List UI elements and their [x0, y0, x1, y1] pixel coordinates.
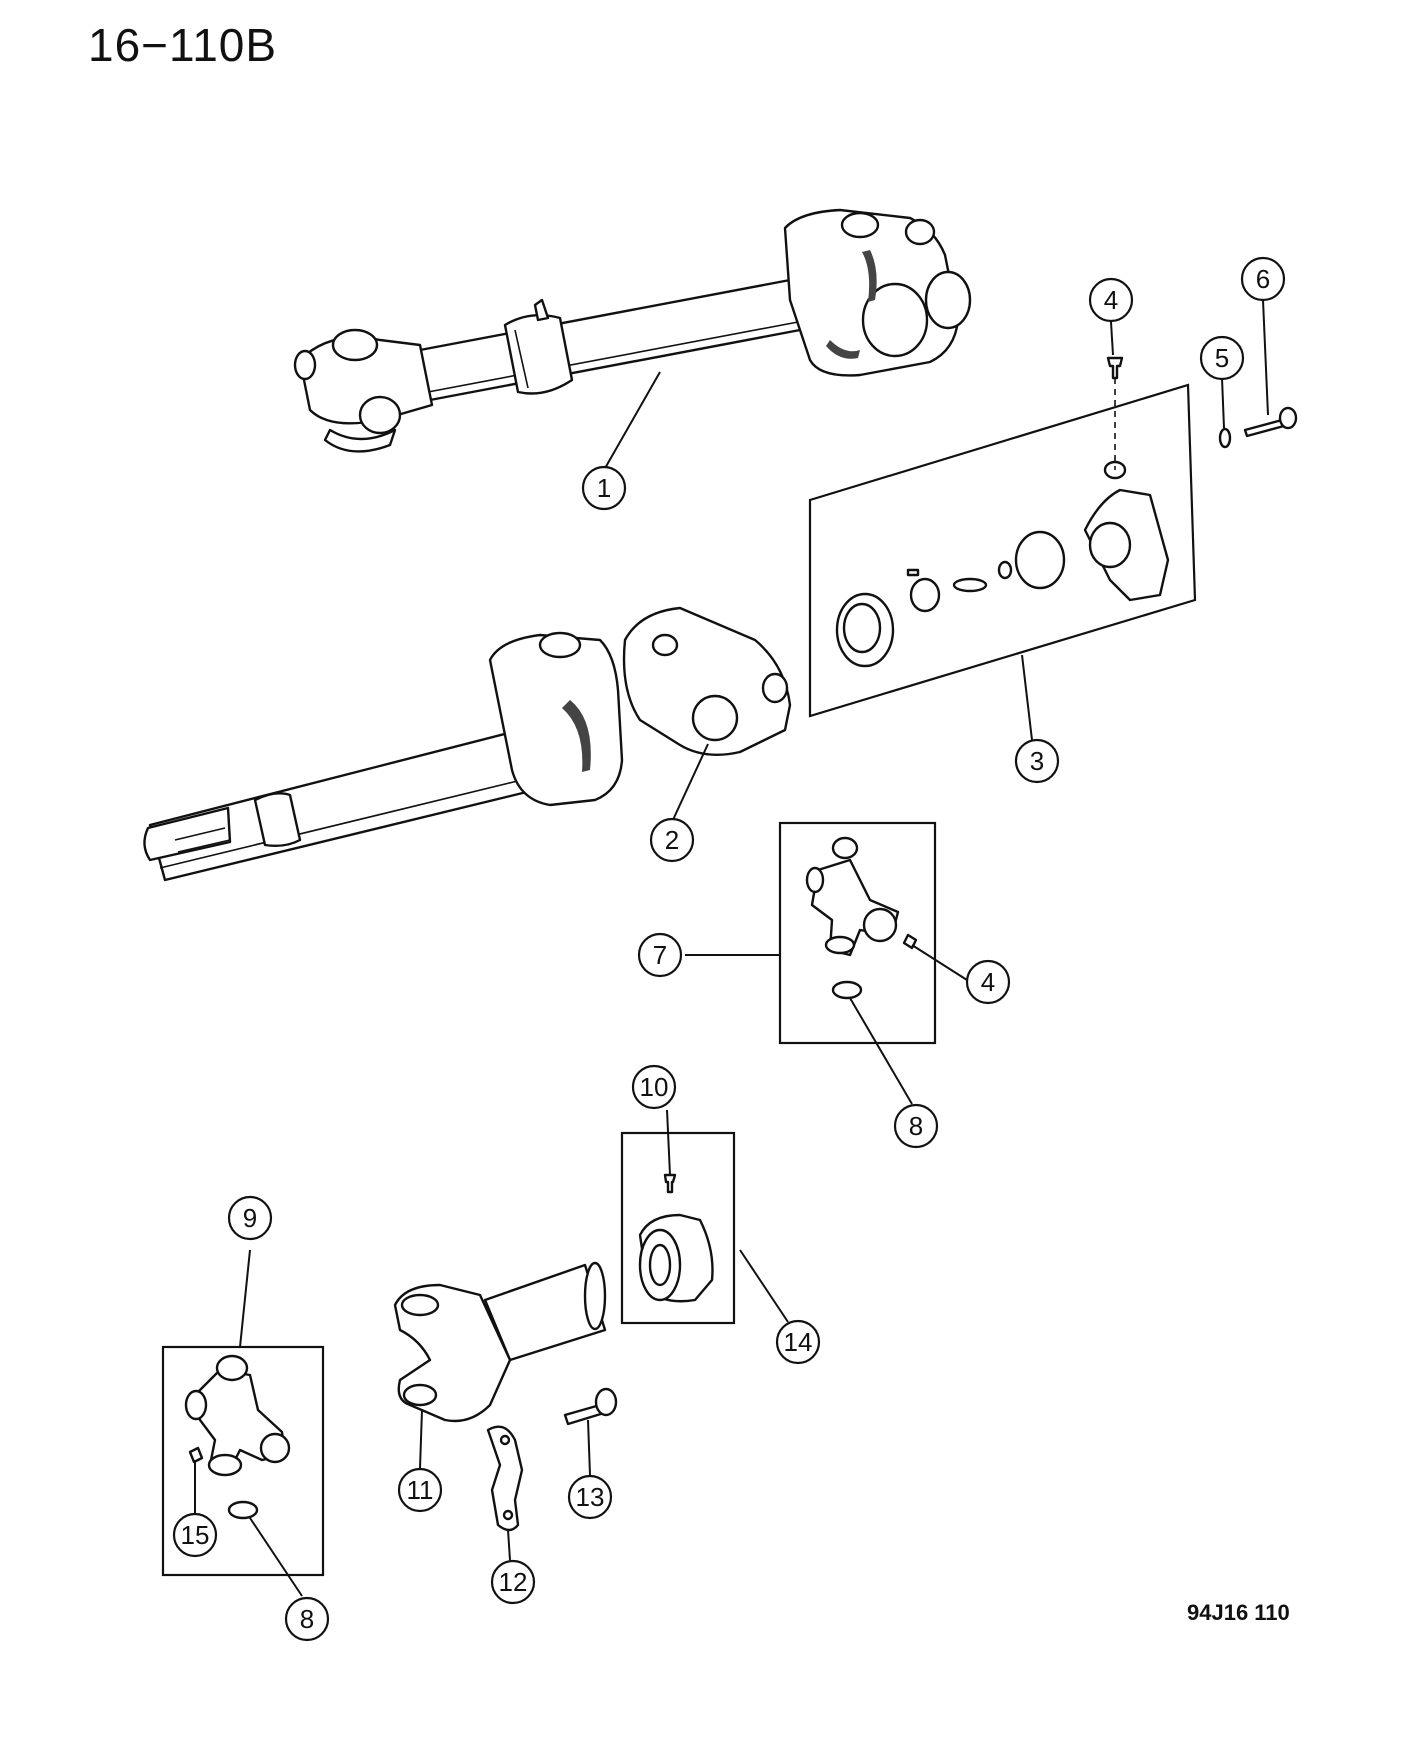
callout-9: 9	[227, 1195, 273, 1241]
leader-lines	[194, 299, 1269, 1597]
u-joint-kit-box-lower	[161, 1345, 325, 1577]
bolt	[1243, 406, 1298, 438]
callout-15: 15	[172, 1512, 218, 1558]
u-joint-cross-lower	[184, 1354, 291, 1477]
callout-10-label: 10	[640, 1072, 669, 1102]
callout-4-mid-label: 4	[981, 967, 995, 997]
callout-12-label: 12	[499, 1567, 528, 1597]
grease-fitting	[1106, 356, 1124, 470]
callout-15-label: 15	[181, 1520, 210, 1550]
callout-2-label: 2	[665, 825, 679, 855]
callout-11-label: 11	[407, 1475, 434, 1505]
grease-fitting-bearing	[663, 1173, 677, 1194]
callout-6-label: 6	[1256, 264, 1270, 294]
u-joint-cross-upper	[805, 836, 900, 957]
callout-11: 11	[397, 1467, 443, 1513]
callout-9-label: 9	[243, 1203, 257, 1233]
callout-14: 14	[775, 1319, 821, 1365]
callout-4-top: 4	[1088, 277, 1134, 323]
page-number: 16−110B	[88, 19, 278, 71]
callout-2: 2	[649, 817, 695, 863]
callout-6: 6	[1240, 256, 1286, 302]
callout-12: 12	[490, 1559, 536, 1605]
u-joint-strap	[486, 1425, 524, 1532]
callout-8-lower: 8	[284, 1596, 330, 1642]
callout-1: 1	[581, 465, 627, 511]
callout-7: 7	[637, 932, 683, 978]
callout-7-label: 7	[653, 940, 667, 970]
callout-4-top-label: 4	[1104, 285, 1118, 315]
callout-8-upper-label: 8	[909, 1111, 923, 1141]
grease-fitting-lower-kit	[188, 1446, 204, 1464]
snap-ring-lower	[227, 1500, 259, 1520]
cv-joint-kit	[808, 383, 1197, 718]
front-driveshaft-assembly	[293, 208, 972, 453]
callout-1-label: 1	[597, 473, 611, 503]
callout-13: 13	[567, 1474, 613, 1520]
snap-ring-upper	[831, 980, 863, 1000]
center-bearing-kit-box	[620, 1131, 736, 1325]
center-bearing	[638, 1213, 714, 1303]
callout-5-label: 5	[1215, 343, 1229, 373]
callout-8-upper: 8	[893, 1103, 939, 1149]
callout-8-lower-label: 8	[300, 1604, 314, 1634]
strap-bolt	[563, 1387, 618, 1426]
callout-13-label: 13	[576, 1482, 605, 1512]
u-joint-kit-box-upper	[778, 821, 937, 1045]
callout-3: 3	[1014, 738, 1060, 784]
figure-code: 94J16 110	[1187, 1600, 1290, 1625]
callout-3-label: 3	[1030, 746, 1044, 776]
callout-5: 5	[1199, 335, 1245, 381]
rear-driveshaft-assembly	[143, 606, 792, 882]
callout-4-mid: 4	[965, 959, 1011, 1005]
callout-10: 10	[631, 1064, 677, 1110]
washer	[1218, 427, 1232, 449]
slip-yoke	[393, 1261, 607, 1423]
callout-14-label: 14	[784, 1327, 813, 1357]
